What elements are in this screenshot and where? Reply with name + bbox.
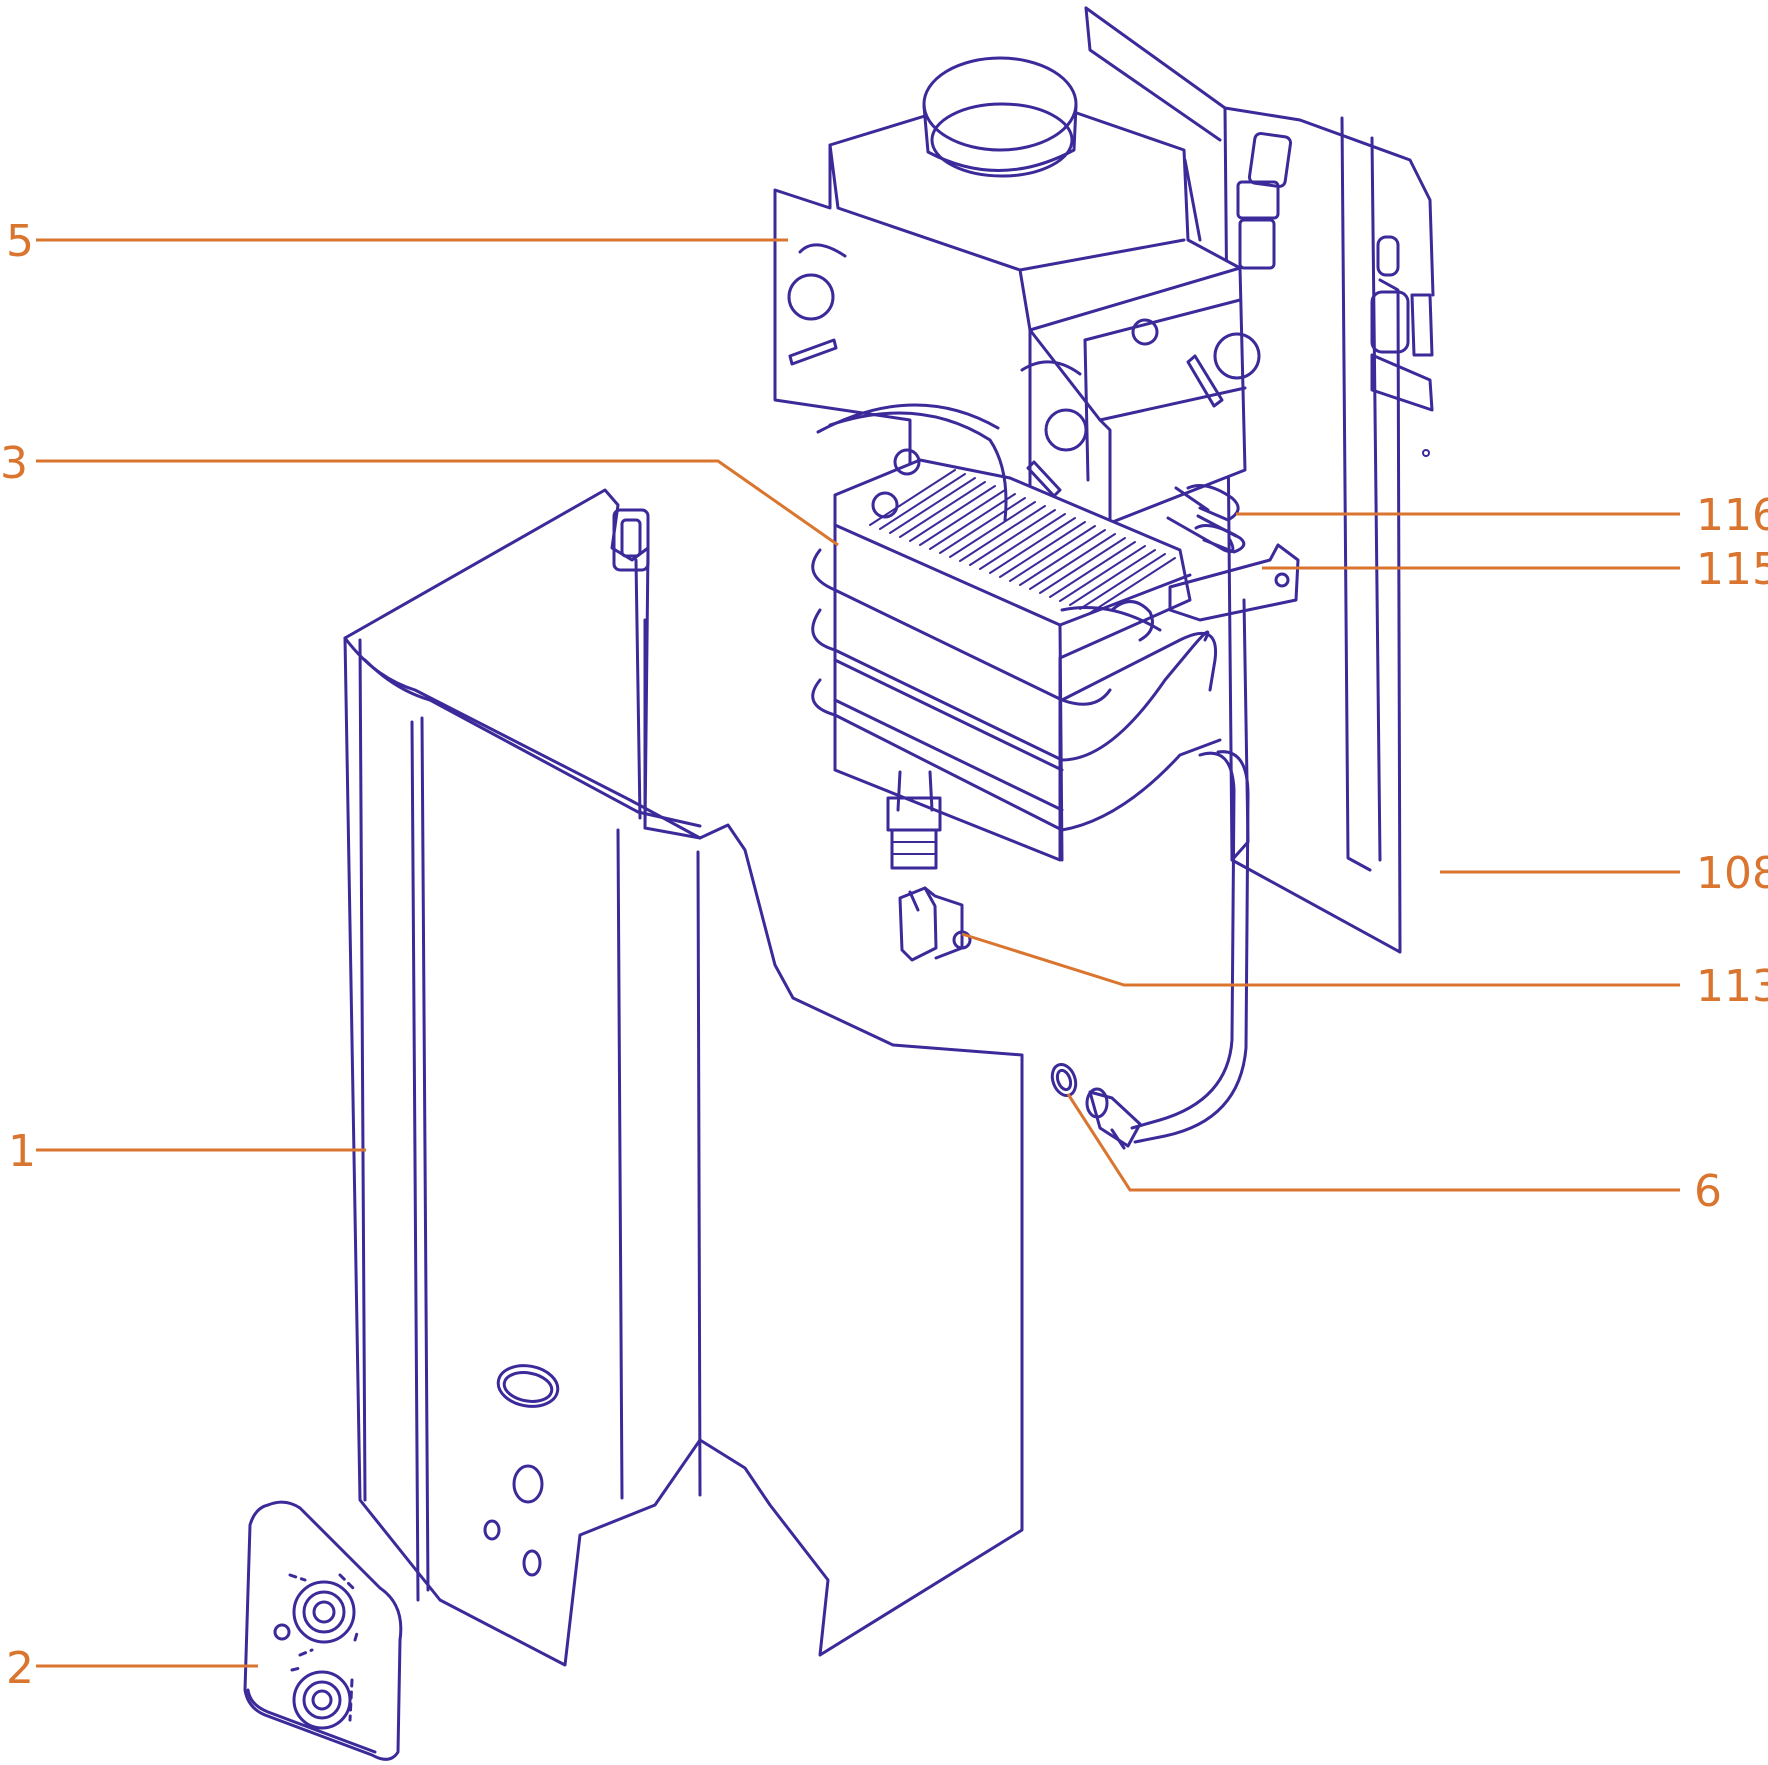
callout-2: 2 xyxy=(6,1643,34,1694)
leader-6 xyxy=(1066,1093,1680,1192)
sensor-clip-113 xyxy=(898,886,972,962)
callout-108: 108 xyxy=(1696,848,1768,899)
heat-exchanger-fins xyxy=(869,469,1176,614)
outlet-pipe xyxy=(1130,750,1250,1144)
front-casing xyxy=(343,488,1024,1667)
callout-5: 5 xyxy=(6,216,34,267)
leader-113 xyxy=(961,932,1680,987)
control-panel xyxy=(243,1500,403,1761)
callout-116: 116 xyxy=(1696,490,1768,541)
clip-116 xyxy=(1186,484,1246,554)
leader-3 xyxy=(36,459,839,547)
callout-115: 115 xyxy=(1696,544,1768,595)
callout-labels: 5 3 1 2 116 115 108 113 6 xyxy=(0,216,1768,1694)
combustion-hood xyxy=(773,56,1261,525)
callout-3: 3 xyxy=(0,438,28,489)
callout-113: 113 xyxy=(1696,961,1768,1012)
callout-6: 6 xyxy=(1694,1166,1722,1217)
heat-exchanger xyxy=(811,403,1238,870)
leader-lines xyxy=(36,238,1680,1668)
callout-1: 1 xyxy=(8,1126,36,1177)
bracket-115 xyxy=(1168,543,1300,622)
